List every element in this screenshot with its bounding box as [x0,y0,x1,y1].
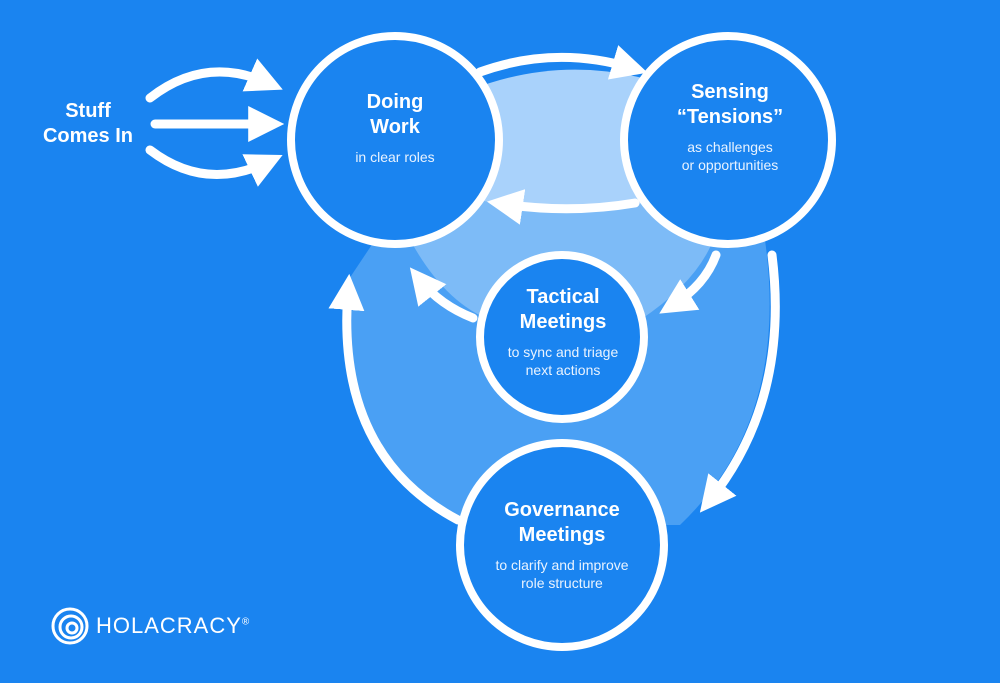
governance-meetings-label: Governance Meetings to clarify and impro… [462,498,662,592]
doing-work-circle [287,32,503,248]
tactical-to-work-arrow [409,267,478,323]
holacracy-spiral-icon [51,607,89,645]
governance-meetings-circle [456,439,668,651]
sensing-subtitle-line2: or opportunities [681,157,779,173]
stuff-title: Stuff Comes In [28,99,148,149]
tactical-subtitle-line1: to sync and triage [507,344,619,360]
logo-text: HOLACRACY® [96,613,250,639]
tactical-meetings-circle [476,251,648,423]
doing-work-label: Doing Work in clear roles [305,90,485,166]
tactical-title-line1: Tactical [526,286,600,308]
registered-mark: ® [241,616,251,628]
sensing-subtitle: as challenges or opportunities [635,138,825,174]
tactical-title-line2: Meetings [519,311,607,333]
work-sensing-region [470,69,660,210]
sensing-subtitle-line1: as challenges [687,139,773,155]
work-to-sensing-arrow [475,45,648,80]
sensing-title: Sensing “Tensions” [635,80,825,130]
logo-wordmark: HOLACRACY [96,613,242,638]
incoming-arrow-top [145,58,283,103]
sensing-to-governance-arrow [699,250,780,513]
sensing-tensions-circle [620,32,836,248]
stuff-title-line1: Stuff [65,100,111,122]
governance-to-work-arrow [328,273,463,525]
incoming-arrow-bottom [145,145,283,187]
stuff-title-line2: Comes In [42,125,134,147]
holacracy-logo: HOLACRACY® [50,606,250,646]
doing-title: Doing Work [305,90,485,140]
tactical-subtitle-line2: next actions [525,362,601,378]
governance-title: Governance Meetings [462,498,662,548]
tactical-meetings-label: Tactical Meetings to sync and triage nex… [478,285,648,379]
tactical-subtitle: to sync and triage next actions [478,343,648,379]
governance-subtitle: to clarify and improve role structure [462,556,662,592]
sensing-to-tactical-arrow [659,250,721,314]
doing-title-line1: Doing [366,91,424,113]
governance-title-line1: Governance [504,499,620,521]
stuff-comes-in-label: Stuff Comes In [28,99,148,149]
doing-subtitle-line1: in clear roles [355,149,435,165]
governance-subtitle-line1: to clarify and improve [495,557,629,573]
doing-subtitle: in clear roles [305,148,485,166]
tactical-title: Tactical Meetings [478,285,648,335]
governance-subtitle-line2: role structure [521,575,603,591]
doing-title-line2: Work [370,116,420,138]
sensing-tensions-label: Sensing “Tensions” as challenges or oppo… [635,80,825,174]
governance-title-line2: Meetings [518,524,606,546]
sensing-title-line2: “Tensions” [676,106,784,128]
sensing-title-line1: Sensing [691,81,769,103]
sensing-to-work-arrow [486,189,640,225]
